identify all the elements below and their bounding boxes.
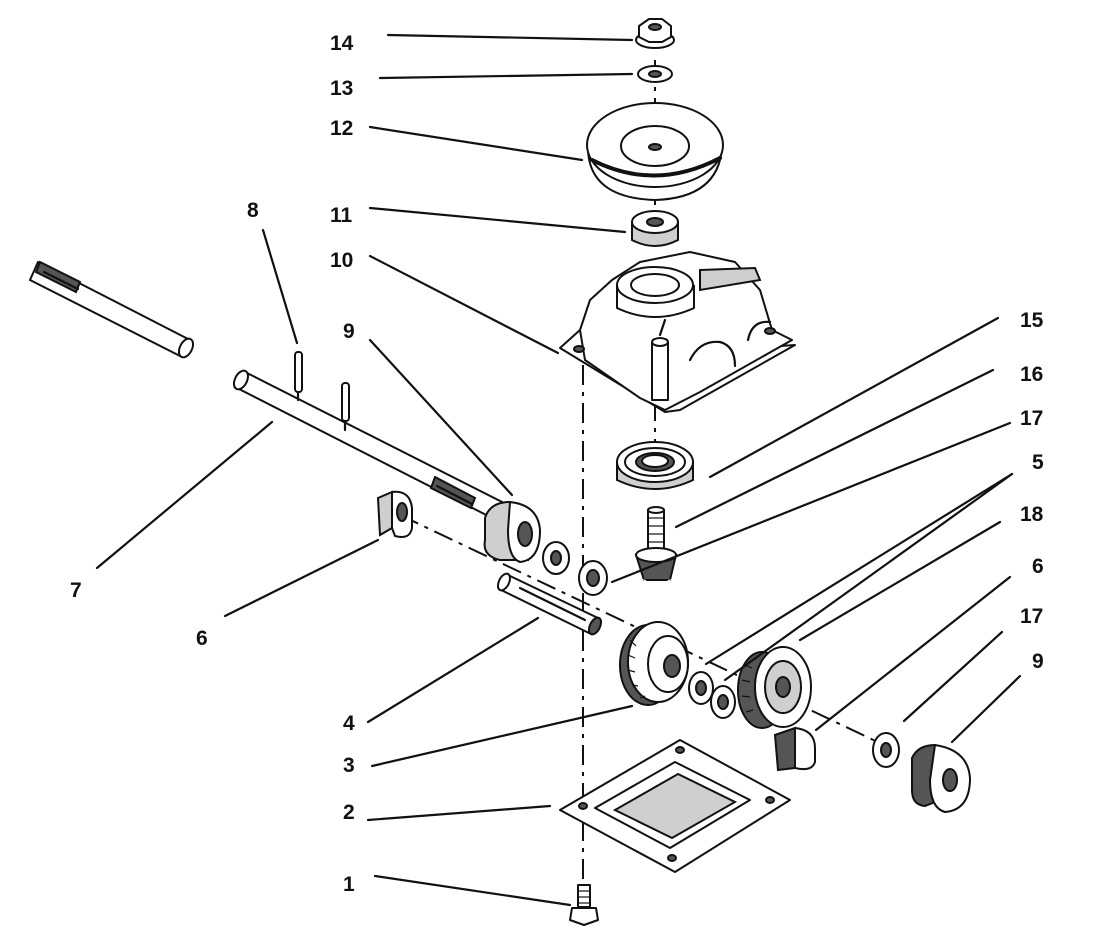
- part-11-spacer: [631, 210, 679, 247]
- label-9-right: 9: [1032, 650, 1044, 673]
- part-13-washer: [637, 65, 673, 83]
- part-14-nut: [635, 18, 675, 49]
- label-18: 18: [1020, 503, 1044, 526]
- part-17-pinion-gear: [634, 547, 678, 586]
- label-7: 7: [70, 579, 82, 602]
- leader-2: [366, 804, 552, 822]
- part-17-washer-right: [872, 732, 900, 768]
- part-washer-center-a: [542, 541, 570, 575]
- leader-17-top: [610, 421, 1012, 584]
- label-4: 4: [343, 712, 355, 735]
- leader-15: [708, 316, 1000, 479]
- leader-12: [368, 125, 584, 162]
- leader-11: [368, 206, 627, 234]
- part-16-pinion-shaft: [647, 506, 665, 551]
- label-15: 15: [1020, 309, 1044, 332]
- label-9-center: 9: [343, 320, 355, 343]
- label-2: 2: [343, 801, 355, 824]
- part-6-bushing-left: [376, 490, 413, 538]
- part-9-bushing-right: [911, 743, 971, 813]
- part-5-washer-b: [710, 685, 736, 719]
- label-6-left: 6: [196, 627, 208, 650]
- leader-8: [261, 228, 299, 345]
- leader-3: [370, 704, 634, 768]
- part-18-cluster-gear: [737, 646, 812, 729]
- label-10: 10: [330, 249, 353, 272]
- label-3: 3: [343, 754, 355, 777]
- part-9-bushing-center: [483, 500, 541, 563]
- label-17-top: 17: [1020, 407, 1043, 430]
- leader-4: [366, 616, 540, 724]
- part-4-countershaft: [496, 572, 603, 636]
- part-8-roll-pins: [294, 351, 350, 432]
- leader-10: [368, 254, 560, 355]
- leader-1: [373, 874, 572, 907]
- label-12: 12: [330, 117, 353, 140]
- label-13: 13: [330, 77, 353, 100]
- part-10-gearbox-housing: [559, 251, 796, 413]
- part-7-axle-shaft: [29, 260, 509, 523]
- leader-16: [674, 368, 995, 529]
- label-5: 5: [1032, 451, 1044, 474]
- part-2-gasket: [559, 739, 791, 873]
- label-16: 16: [1020, 363, 1043, 386]
- leader-5b: [723, 472, 1014, 682]
- part-5-washer-a: [688, 671, 714, 705]
- part-3-drive-gear: [619, 621, 689, 706]
- leader-14: [386, 33, 634, 42]
- label-14: 14: [330, 32, 354, 55]
- part-15-bearing: [616, 441, 694, 490]
- leader-13: [378, 72, 634, 80]
- leader-5a: [704, 472, 1014, 666]
- leader-6-right: [814, 575, 1012, 732]
- leader-7: [95, 420, 274, 570]
- label-11: 11: [330, 204, 353, 227]
- leader-9-right: [950, 674, 1022, 744]
- leader-9-center: [368, 338, 514, 497]
- label-17-right: 17: [1020, 605, 1043, 628]
- leader-6-left: [223, 538, 380, 618]
- part-6-bushing-right: [773, 726, 816, 772]
- part-1-bolt: [569, 884, 599, 926]
- leader-17-right: [902, 630, 1004, 723]
- label-8: 8: [247, 199, 259, 222]
- label-1: 1: [343, 873, 355, 896]
- label-6-right: 6: [1032, 555, 1044, 578]
- leader-18: [798, 520, 1002, 642]
- part-17-washer: [578, 560, 608, 596]
- part-12-pulley: [586, 102, 724, 201]
